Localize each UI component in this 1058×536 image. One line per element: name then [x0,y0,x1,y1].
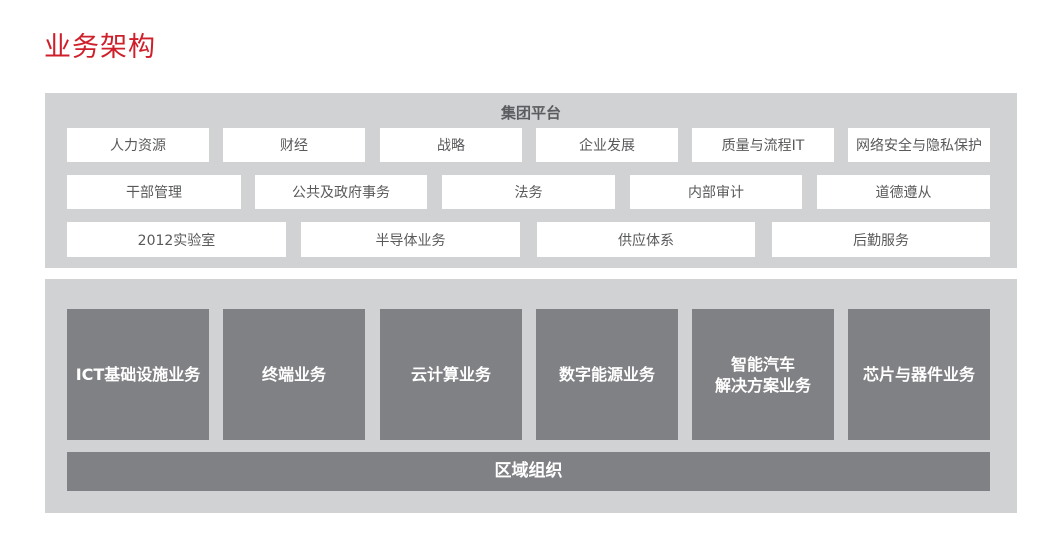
platform-box-semiconductor: 半导体业务 [301,222,520,257]
business-unit-cloud: 云计算业务 [380,309,522,440]
platform-box-corporate-development: 企业发展 [536,128,678,162]
platform-box-public-government-affairs: 公共及政府事务 [255,175,427,209]
platform-box-supply-chain: 供应体系 [537,222,755,257]
platform-box-2012-labs: 2012实验室 [67,222,286,257]
business-unit-digital-power: 数字能源业务 [536,309,678,440]
business-unit-intelligent-automotive: 智能汽车 解决方案业务 [692,309,834,440]
platform-box-logistics-services: 后勤服务 [772,222,990,257]
business-unit-ict-infrastructure: ICT基础设施业务 [67,309,209,440]
platform-box-quality-it: 质量与流程IT [692,128,834,162]
platform-box-internal-audit: 内部审计 [630,175,802,209]
platform-box-hr: 人力资源 [67,128,209,162]
platform-box-ethics-compliance: 道德遵从 [817,175,990,209]
platform-box-cybersecurity-privacy: 网络安全与隐私保护 [848,128,990,162]
regional-organization-bar: 区域组织 [67,452,990,491]
group-platform-title: 集团平台 [500,104,561,122]
platform-box-cadre-management: 干部管理 [67,175,241,209]
platform-box-legal: 法务 [442,175,615,209]
platform-box-strategy: 战略 [380,128,522,162]
platform-box-finance: 财经 [223,128,365,162]
page-title: 业务架构 [44,32,156,63]
business-unit-chips-components: 芯片与器件业务 [848,309,990,440]
business-unit-consumer: 终端业务 [223,309,365,440]
